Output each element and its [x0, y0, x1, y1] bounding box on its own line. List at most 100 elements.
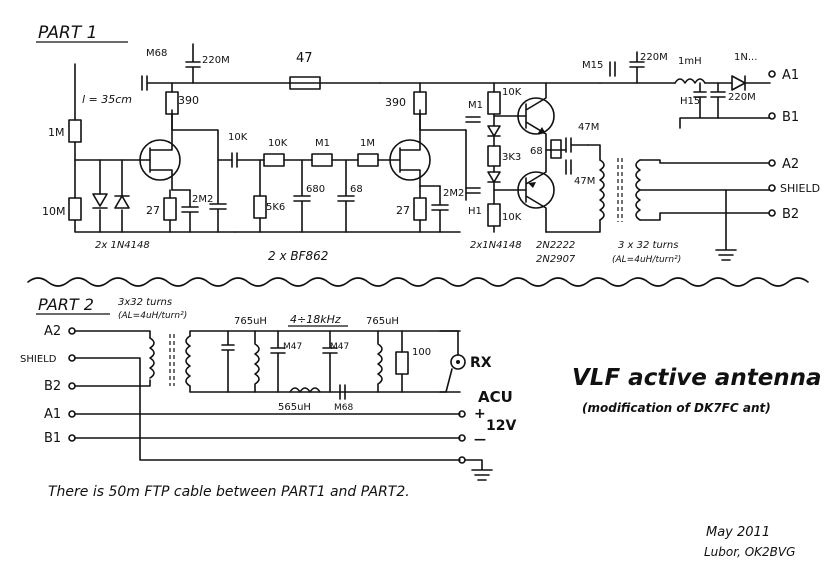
r-27a-label: 27: [146, 204, 160, 217]
acu-label: ACU: [478, 388, 513, 406]
terminal-b1-p2: [68, 434, 76, 442]
terminal-a2-p1: [768, 159, 776, 167]
terminal-b2-p2: [68, 382, 76, 390]
r-10k-b: [487, 91, 501, 115]
l-1mh-label: 1mH: [678, 56, 702, 67]
terminal-shield-p2: [68, 354, 76, 362]
wire-drain2: [419, 113, 467, 131]
r-10k-c-label: 10K: [502, 212, 522, 223]
r-m1-label: M1: [315, 138, 330, 149]
c-220m-r2-label: 220M: [728, 92, 756, 103]
xfmr2-core: [169, 334, 175, 386]
filter-rails: [189, 330, 461, 393]
c-m47a-label: M47: [283, 342, 302, 352]
terminal-b2-p1-label: B2: [782, 207, 799, 222]
signature-date: May 2011: [706, 525, 770, 540]
r-27b: [413, 197, 427, 221]
sub-title: (modification of DK7FC ant): [582, 401, 771, 415]
xfmr2-input-wires: [74, 330, 461, 461]
terminal-b2-p1: [768, 209, 776, 217]
r-10m-label: 10M: [42, 205, 66, 218]
xfmr2-secondary: [185, 335, 191, 387]
fet1-body: [139, 139, 181, 181]
c-10k-label: 10K: [228, 132, 248, 143]
c-m15: [609, 61, 616, 77]
l-765b-label: 765uH: [366, 316, 399, 327]
c-m68-top: [141, 75, 173, 93]
diode-bias-2: [487, 171, 501, 183]
r-68: [550, 139, 562, 159]
wire-b1: [679, 96, 771, 129]
r-10k-b-label: 10K: [502, 87, 522, 98]
c-m68-series: [339, 384, 346, 400]
r-10k-c: [487, 203, 501, 227]
c-m68-top-label: M68: [146, 48, 167, 59]
l-765a: [254, 330, 260, 393]
c-h15-label: H15: [680, 96, 700, 107]
terminal-a2-p1-label: A2: [782, 157, 799, 172]
r-1m-mid: [357, 153, 379, 167]
cable-note: There is 50m FTP cable between PART1 and…: [48, 484, 410, 500]
c-680-label: 680: [306, 184, 325, 195]
l-1mh: [674, 78, 706, 84]
part1-title: PART 1: [38, 23, 97, 43]
c-47m-b-label: 47M: [574, 176, 595, 187]
main-title: VLF active antenna: [572, 365, 822, 391]
r-10m: [68, 197, 82, 221]
r-5k6: [253, 195, 267, 219]
c-68: [337, 159, 355, 233]
bjt-npn-leads: [493, 82, 547, 151]
c-h1-label: H1: [468, 206, 482, 217]
xfmr1-core: [617, 158, 623, 222]
xfmr2-al-label: (AL=4uH/turn²): [118, 311, 187, 321]
terminal-shield-p1-label: SHIELD: [780, 182, 820, 195]
r-10k-a: [263, 153, 285, 167]
c-47m-a: [565, 137, 589, 153]
r-47-label: 47: [296, 51, 313, 66]
r-390a-label: 390: [178, 94, 199, 107]
c-m1: [465, 116, 481, 123]
r-390b-label: 390: [385, 96, 406, 109]
minus-label: —: [474, 432, 486, 446]
c-220m-top: [185, 43, 201, 84]
xfmr1-primary: [599, 159, 605, 221]
bjt-pnp-leads: [493, 149, 547, 233]
ground-symbol-p2: [464, 459, 493, 481]
ground-rail-part1-left: [74, 219, 236, 233]
c-h1: [465, 187, 481, 194]
r-1m-input-label: 1M: [48, 126, 65, 139]
c-h15: [693, 82, 707, 98]
l-565-label: 565uH: [278, 402, 311, 413]
terminal-a1-p2: [68, 410, 76, 418]
c-m47-left-parallel: [221, 330, 235, 393]
c-220m-r: [629, 51, 645, 84]
fets-label: 2 x BF862: [268, 249, 328, 263]
r-5k6-label: 5K6: [266, 202, 285, 213]
rx-wires: [439, 330, 459, 393]
c-m1-label: M1: [468, 100, 483, 111]
c-m15-label: M15: [582, 60, 603, 71]
diode-out: [731, 75, 746, 91]
rx-connector-pin: [456, 360, 460, 364]
bjt-npn-label: 2N2222: [536, 240, 575, 251]
terminal-b1-p2-label: B1: [44, 431, 61, 446]
c-m47a: [270, 330, 286, 393]
wire-to-coil: [587, 144, 601, 161]
xfmr1-al-label: (AL=4uH/turn²): [612, 255, 681, 265]
terminal-a2-p2-label: A2: [44, 324, 61, 339]
r-27a: [163, 197, 177, 221]
bjt-pnp-arrow: [528, 182, 536, 188]
r-10k-a-label: 10K: [268, 138, 288, 149]
plus-label: +: [474, 406, 486, 422]
power-wires: [74, 413, 461, 439]
diode-1: [92, 193, 108, 209]
r-47: [289, 76, 321, 90]
bjt-npn-arrow: [538, 127, 546, 134]
c-220m-top-label: 220M: [202, 55, 230, 66]
input-diodes-label: 2x 1N4148: [95, 240, 150, 251]
terminal-b1-p1-label: B1: [782, 110, 799, 125]
fet2-leads: [399, 109, 421, 187]
terminal-b1-p1: [768, 112, 776, 120]
